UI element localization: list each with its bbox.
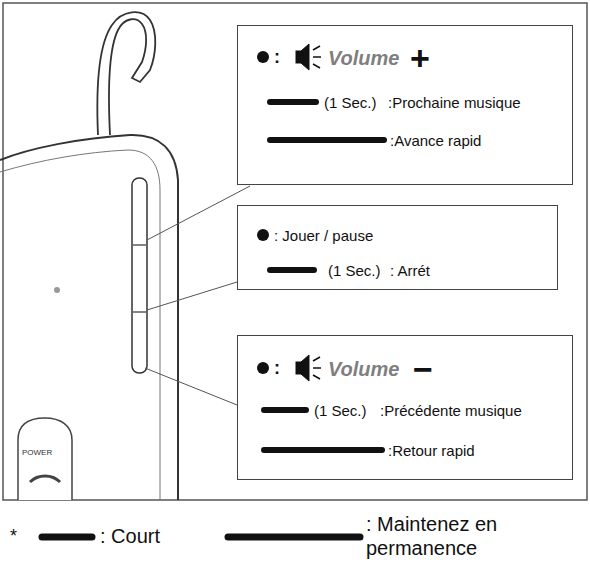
button-function-text: : Jouer / pause bbox=[274, 227, 373, 245]
button-function-text: (1 Sec.) bbox=[324, 94, 377, 112]
button-function-text: :Prochaine musique bbox=[388, 94, 521, 112]
legend-sample-bar bbox=[42, 534, 92, 541]
short-press-bar bbox=[270, 267, 314, 273]
legend-sample-bar bbox=[228, 534, 360, 541]
leader-line bbox=[147, 282, 237, 310]
button-function-text: : bbox=[274, 358, 280, 380]
short-press-dot bbox=[257, 362, 269, 374]
short-press-bar bbox=[270, 99, 316, 105]
power-button bbox=[18, 418, 72, 500]
button-function-text: : Arrét bbox=[390, 262, 430, 280]
button-function-text: :Précédente musique bbox=[380, 402, 522, 420]
long-press-bar bbox=[270, 137, 384, 143]
phone-symbol bbox=[30, 476, 60, 482]
button-function-text: : bbox=[274, 47, 280, 69]
leader-line bbox=[147, 186, 250, 240]
callout-box: : Volume− (1 Sec.) :Précédente musique :Reto… bbox=[237, 335, 573, 480]
button-function-text: :Retour rapid bbox=[388, 442, 475, 460]
button-function-text: Volume bbox=[328, 357, 400, 381]
button-strip bbox=[132, 178, 147, 373]
callout-box: : Volume + (1 Sec.) :Prochaine musique :Avanc… bbox=[237, 25, 573, 185]
button-function-text: + bbox=[410, 38, 430, 79]
speaker-icon bbox=[296, 44, 321, 70]
frame bbox=[3, 3, 587, 500]
headset-edge bbox=[0, 150, 160, 500]
button-function-text: Volume bbox=[328, 46, 400, 70]
leader-line bbox=[145, 368, 237, 405]
button-function-text: (1 Sec.) bbox=[314, 402, 367, 420]
short-press-bar bbox=[264, 407, 306, 413]
button-function-text: − bbox=[413, 349, 433, 390]
speaker-icon bbox=[296, 355, 321, 381]
callout-box: : Jouer / pause (1 Sec.) : Arrét bbox=[237, 205, 558, 290]
legend-text: : Maintenez en permanence bbox=[366, 512, 571, 560]
long-press-bar bbox=[264, 447, 382, 453]
button-label: POWER bbox=[22, 448, 52, 457]
button-function-text: (1 Sec.) bbox=[328, 262, 381, 280]
legend-text: : Court bbox=[100, 524, 220, 548]
ear-hook bbox=[97, 12, 155, 135]
short-press-dot bbox=[257, 51, 269, 63]
led-dot bbox=[54, 287, 60, 293]
footnote-mark: * bbox=[10, 526, 17, 547]
headset-body bbox=[0, 135, 178, 500]
button-function-text: :Avance rapid bbox=[390, 132, 481, 150]
short-press-dot bbox=[257, 229, 269, 241]
